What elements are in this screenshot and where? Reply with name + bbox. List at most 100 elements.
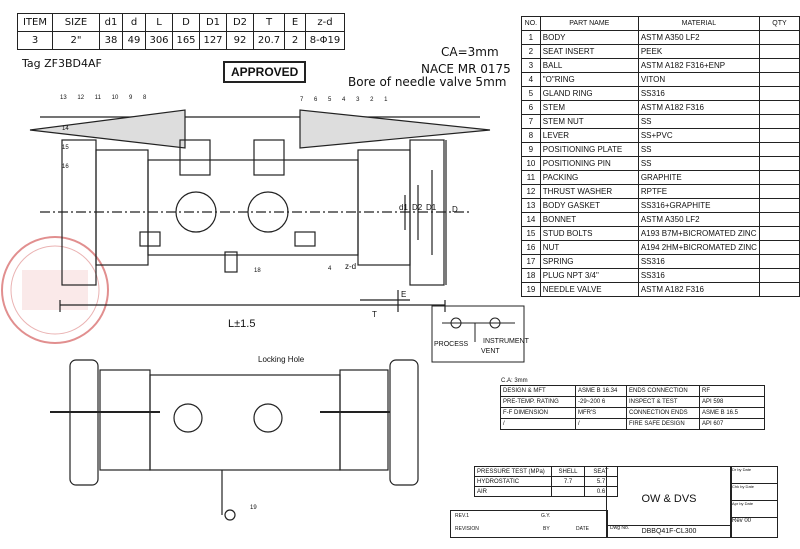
callout-11: 11 xyxy=(94,95,101,101)
ca-label: C.A: 3mm xyxy=(501,378,528,384)
callout-9: 9 xyxy=(128,95,133,101)
spec-cell: 2" xyxy=(52,31,100,50)
dim-T: T xyxy=(372,310,377,319)
spec-header: z-d xyxy=(305,13,345,32)
spec-cell: 8-Φ19 xyxy=(305,31,345,50)
callout-14: 14 xyxy=(62,126,69,132)
rev-number-row: Rev 00 xyxy=(731,518,777,534)
pressure-cell: HYDROSTATIC xyxy=(474,476,552,487)
callout-15: 15 xyxy=(62,145,69,151)
callout-13: 13 xyxy=(60,95,67,101)
standards-cell: ENDS CONNECTION xyxy=(626,385,700,397)
spec-table: ITEM SIZE d1 d L D D1 D2 T E z-d 3 2" 38… xyxy=(17,13,345,50)
standards-cell: F-F DIMENSION xyxy=(500,407,576,419)
flow-schematic xyxy=(431,305,525,363)
length-dimension: L±1.5 xyxy=(228,318,256,330)
callout-1: 1 xyxy=(384,97,388,103)
pressure-cell xyxy=(551,486,585,497)
standards-cell: API 607 xyxy=(699,418,765,430)
dim-E: E xyxy=(401,290,407,299)
company-seal xyxy=(1,236,109,344)
sign-approved: Apr by Date xyxy=(731,501,777,518)
callouts-right: 7 6 5 4 3 2 1 xyxy=(300,97,387,103)
pressure-table: PRESSURE TEST (MPa) SHELL SEAT HYDROSTAT… xyxy=(474,466,618,497)
pressure-cell: AIR xyxy=(474,486,552,497)
callout-19: 19 xyxy=(250,505,257,511)
callout-2: 2 xyxy=(370,97,374,103)
part-qty xyxy=(758,282,800,297)
standards-cell: MFR'S xyxy=(575,407,627,419)
callout-6: 6 xyxy=(314,97,318,103)
standards-cell: CONNECTION ENDS xyxy=(626,407,700,419)
dim-D: D xyxy=(452,205,458,214)
dim-D2: D2 xyxy=(412,203,423,212)
pressure-cell: 7.7 xyxy=(551,476,585,487)
standards-cell: / xyxy=(500,418,576,430)
sign-drawn: Dr by Date xyxy=(731,467,777,484)
standards-cell: INSPECT & TEST xyxy=(626,396,700,408)
standards-cell: / xyxy=(575,418,627,430)
gy-label: G.Y. xyxy=(541,513,551,519)
nace-note: NACE MR 0175 xyxy=(421,62,511,76)
instrument-label: INSTRUMENT xyxy=(483,338,529,345)
sign-checked: Chk by Date xyxy=(731,484,777,501)
callout-12: 12 xyxy=(77,95,85,101)
dim-d1: d1 xyxy=(399,203,408,212)
locking-hole-label: Locking Hole xyxy=(258,355,305,364)
standards-cell: API 598 xyxy=(699,396,765,408)
callout-10: 10 xyxy=(111,95,119,101)
dim-z-d: z-d xyxy=(345,262,357,271)
tag-label: Tag ZF3BD4AF xyxy=(22,57,102,70)
pressure-header: PRESSURE TEST (MPa) xyxy=(474,466,552,477)
callout-4: 4 xyxy=(342,97,346,103)
top-view xyxy=(50,359,419,521)
rev-caption: Rev xyxy=(732,518,743,524)
pressure-cell: 0.6 xyxy=(584,486,618,497)
company-name: OW & DVS xyxy=(641,493,697,505)
standards-cell: RF xyxy=(699,385,765,397)
callouts-left: 13 12 11 10 9 8 xyxy=(60,95,146,101)
callout-4-lower: 4 xyxy=(328,266,332,272)
dwg-label: Dwg No. xyxy=(610,525,630,531)
standards-cell: -29~200 6 xyxy=(575,396,627,408)
rev-number: 00 xyxy=(744,518,752,524)
signature-block: Dr by Date Chk by Date Apr by Date Rev 0… xyxy=(730,466,778,538)
process-label: PROCESS xyxy=(434,341,469,348)
spec-cell: 49 xyxy=(122,31,146,50)
standards-cell: ASME B 16.5 xyxy=(699,407,765,419)
by-label: BY xyxy=(543,526,550,532)
rev-label: REV.1 xyxy=(455,513,469,519)
revision-label: REVISION xyxy=(455,526,479,532)
drawing-number: DBBQ41F-CL300 xyxy=(607,525,731,535)
callout-18: 18 xyxy=(254,268,261,274)
revision-block: REV.1 G.Y. REVISION BY DATE xyxy=(450,510,608,538)
bore-note: Bore of needle valve 5mm xyxy=(348,75,507,89)
callout-5: 5 xyxy=(328,97,332,103)
spec-cell: 3 xyxy=(17,31,53,50)
standards-cell: DESIGN & MFT xyxy=(500,385,576,397)
vent-label: VENT xyxy=(481,348,500,355)
dim-D1: D1 xyxy=(426,203,437,212)
standards-cell: ASME B 16.34 xyxy=(575,385,627,397)
callout-7: 7 xyxy=(300,97,304,103)
section-view xyxy=(29,109,491,312)
callout-8: 8 xyxy=(143,95,147,101)
callout-3: 3 xyxy=(356,97,360,103)
standards-cell: FIRE SAFE DESIGN xyxy=(626,418,700,430)
